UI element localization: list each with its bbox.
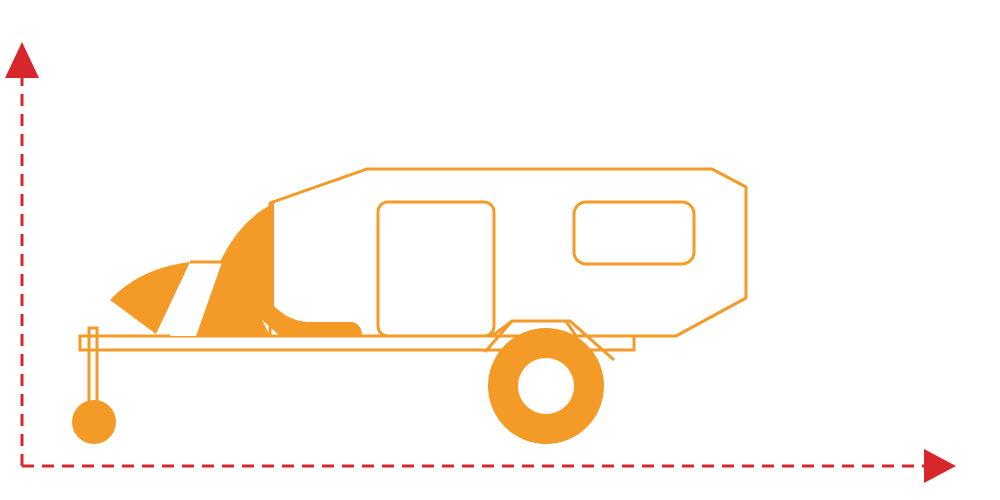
front-hatch	[220, 203, 362, 336]
y-axis-arrow-icon	[5, 42, 39, 78]
door	[376, 200, 496, 338]
camper-trailer-icon	[72, 167, 748, 444]
nose-storage-top	[170, 262, 222, 336]
x-axis-arrow-icon	[924, 449, 956, 483]
wheel-arch	[483, 319, 615, 362]
axes	[5, 42, 956, 483]
window	[572, 200, 696, 266]
nose-storage-right	[196, 262, 270, 336]
nose-storage	[110, 262, 190, 334]
trailer-body-outline	[268, 167, 748, 338]
main-wheel-hub	[518, 358, 574, 414]
jockey-wheel	[72, 400, 116, 444]
